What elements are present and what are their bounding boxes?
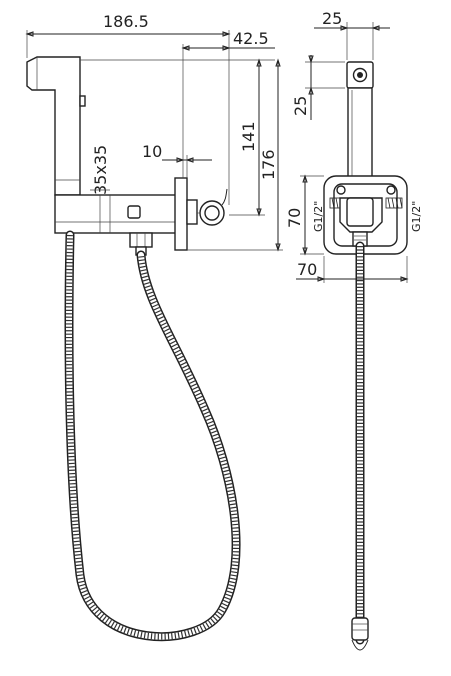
dim-head-length: 25 (291, 96, 310, 116)
handset-button (79, 95, 86, 107)
holder-slot (127, 205, 141, 219)
hose-nut (129, 232, 153, 248)
thread-right-mark (385, 197, 403, 209)
holder-block (54, 194, 180, 234)
front-hose (351, 241, 369, 651)
dim-body-section: 35x35 (91, 145, 110, 195)
dim-head-offset: 42.5 (233, 29, 269, 48)
side-view: 186.5 42.5 10 35x35 141 176 (25, 12, 283, 642)
dim-inner-height: 141 (239, 121, 258, 152)
dim-overall-width: 186.5 (103, 12, 149, 31)
dim-overall-height: 176 (259, 149, 278, 180)
wall-flange (174, 177, 188, 251)
thread-right-label: G1/2" (410, 201, 423, 232)
thread-left-label: G1/2" (312, 201, 325, 232)
dim-bracket-offset: 10 (142, 142, 162, 161)
side-hose (64, 230, 241, 642)
front-view: 25 25 70 G1/2" G1/2" 70 (285, 9, 423, 651)
dim-head-width: 25 (322, 9, 342, 28)
dim-plate-width: 70 (297, 260, 317, 279)
handset-body (26, 56, 81, 196)
dim-plate-height: 70 (285, 208, 304, 228)
